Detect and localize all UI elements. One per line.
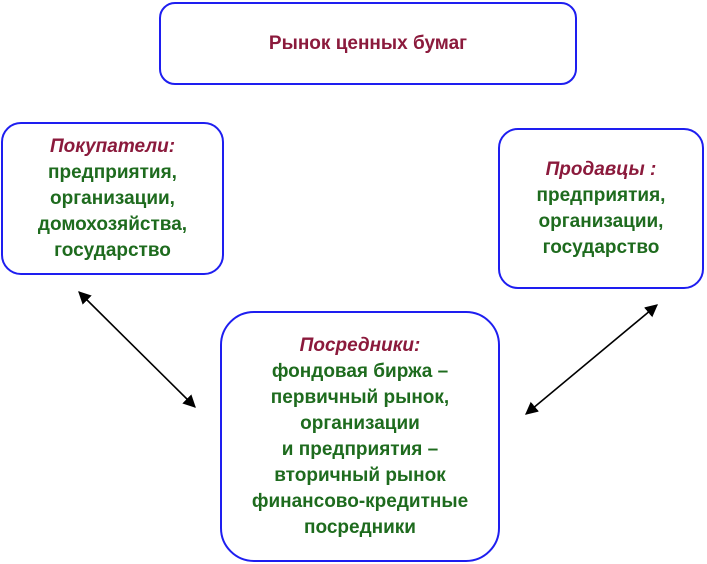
intermediaries-line: посредники (304, 516, 416, 538)
intermediaries-box: Посредники: фондовая биржа – первичный р… (220, 311, 500, 562)
intermediaries-heading: Посредники: (299, 334, 421, 356)
buyers-line: домохозяйства, (37, 213, 188, 235)
intermediaries-line: и предприятия – (281, 438, 439, 460)
intermediaries-line: вторичный рынок (274, 464, 446, 486)
sellers-heading: Продавцы : (545, 158, 657, 180)
buyers-intermediaries-arrow (78, 291, 196, 408)
buyers-line: государство (54, 239, 171, 261)
intermediaries-line: фондовая биржа – (271, 360, 449, 382)
sellers-line: предприятия, (536, 184, 666, 206)
buyers-line: организации, (50, 187, 175, 209)
intermediaries-line: первичный рынок, (270, 386, 450, 408)
buyers-line: предприятия, (48, 161, 177, 183)
intermediaries-line: финансово-кредитные (251, 490, 469, 512)
buyers-heading: Покупатели: (49, 135, 176, 157)
sellers-line: государство (542, 236, 660, 258)
sellers-box: Продавцы : предприятия, организации, гос… (498, 128, 704, 289)
sellers-intermediaries-arrow (525, 304, 658, 415)
intermediaries-line: организации (300, 412, 420, 434)
diagram-title: Рынок ценных бумаг (268, 32, 468, 54)
title-box: Рынок ценных бумаг (159, 2, 577, 85)
buyers-box: Покупатели: предприятия, организации, до… (1, 122, 224, 275)
sellers-line: организации, (538, 210, 664, 232)
